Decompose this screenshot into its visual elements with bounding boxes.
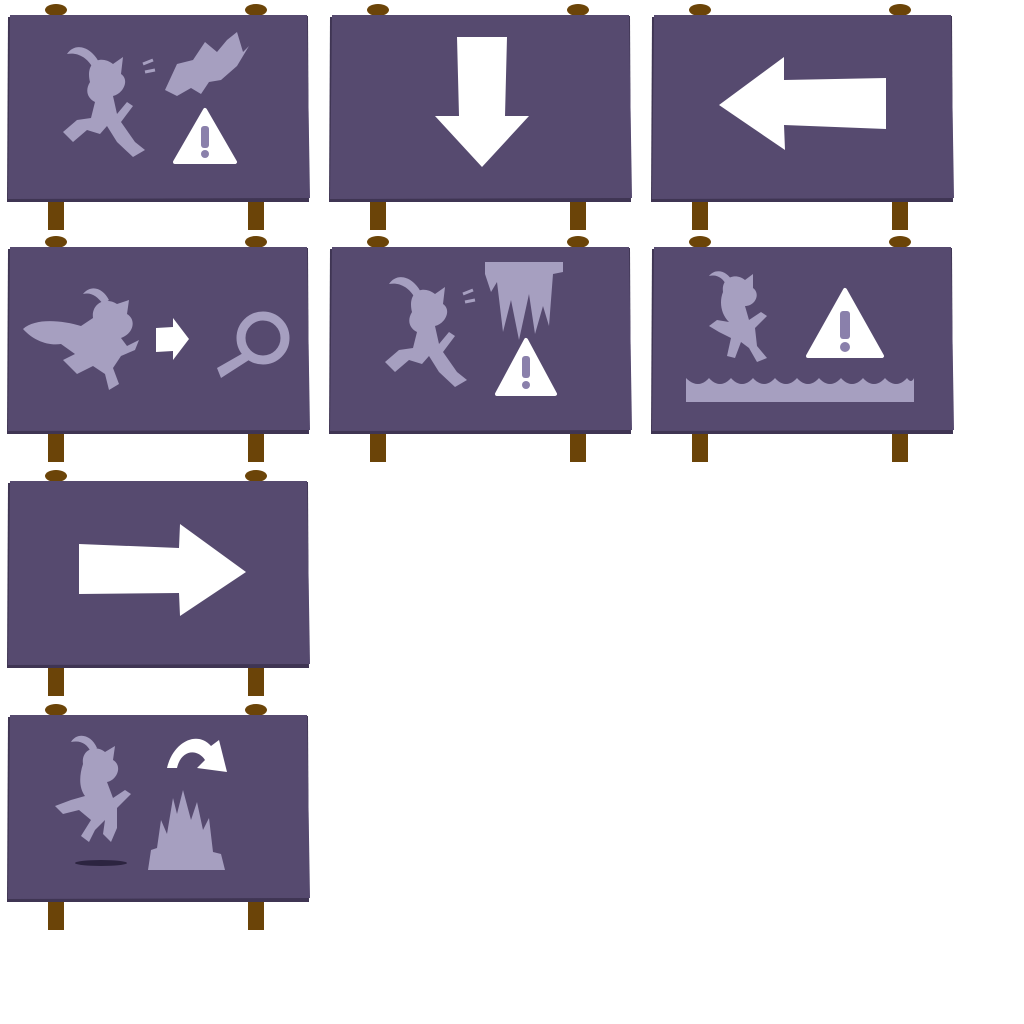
sign-bat-warning xyxy=(5,2,315,232)
sign-water-warning xyxy=(649,234,959,464)
sign-arrow-left xyxy=(649,2,959,232)
sign-stalactite-warning xyxy=(327,234,637,464)
sign-board xyxy=(7,704,310,930)
sign-arrow-right xyxy=(5,468,315,698)
sign-board xyxy=(329,236,632,462)
cat-walking-icon xyxy=(709,271,767,362)
stalactite-icon xyxy=(485,262,563,340)
rock-spikes-icon xyxy=(148,790,225,870)
sign-arrow-down xyxy=(327,2,637,232)
warning-icon xyxy=(173,108,237,164)
warning-icon xyxy=(806,288,884,358)
warning-icon xyxy=(495,338,557,396)
magnifier-icon xyxy=(217,311,290,378)
arrow-right-icon xyxy=(79,524,246,616)
curved-arrow-icon xyxy=(167,738,227,772)
arrow-left-icon xyxy=(719,57,886,150)
sign-board xyxy=(7,4,310,230)
cat-silhouette-icon xyxy=(385,277,476,387)
cat-running-icon xyxy=(23,288,139,390)
cat-silhouette-icon xyxy=(63,47,145,157)
cat-jumping-icon xyxy=(55,735,131,866)
sign-board xyxy=(651,236,954,462)
sign-jump-over-spikes xyxy=(5,702,315,932)
water-waves-icon xyxy=(686,378,914,402)
bat-silhouette-icon xyxy=(142,32,249,96)
arrow-down-icon xyxy=(435,37,529,167)
sign-run-to-magnifier xyxy=(5,234,315,464)
small-arrow-right-icon xyxy=(156,318,189,360)
